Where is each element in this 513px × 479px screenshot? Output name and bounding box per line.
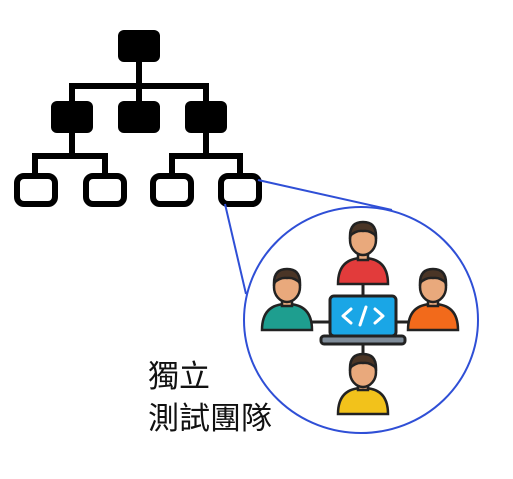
person-left-icon xyxy=(260,267,314,332)
level1-node-left xyxy=(51,101,93,133)
leaf-node-2 xyxy=(83,173,127,207)
level1-node-right xyxy=(185,101,227,133)
person-top-icon xyxy=(336,220,390,286)
caption-line-2: 測試團隊 xyxy=(148,401,272,437)
hierarchy-icon xyxy=(32,59,243,179)
level1-node-center xyxy=(118,101,160,133)
leaf-node-1 xyxy=(14,173,58,207)
person-bottom-icon xyxy=(336,352,390,416)
developer-team-icon xyxy=(260,220,460,416)
caption-line-1: 獨立 xyxy=(148,359,210,395)
zoom-lines xyxy=(224,179,393,295)
leaf-node-3 xyxy=(150,173,194,207)
person-right-icon xyxy=(406,267,460,332)
code-brackets-icon xyxy=(341,305,385,327)
leaf-node-4 xyxy=(218,173,262,207)
root-node xyxy=(118,30,160,62)
laptop-icon xyxy=(319,294,407,346)
